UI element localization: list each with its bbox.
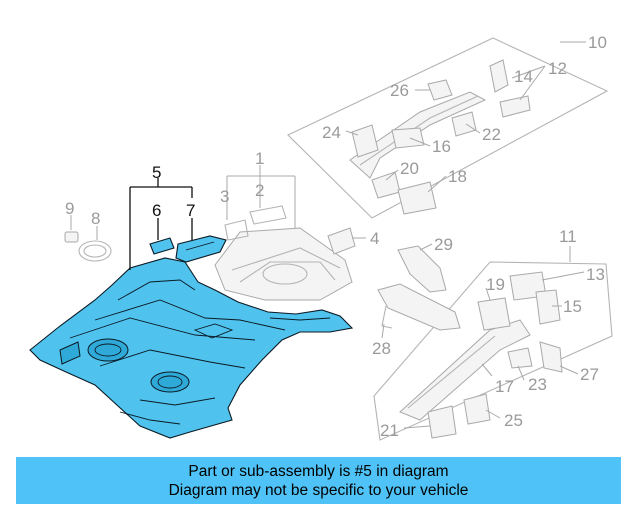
callout-18: 18 — [448, 167, 467, 186]
callout-10: 10 — [588, 33, 607, 52]
part-28 — [377, 283, 461, 339]
callout-16: 16 — [432, 137, 451, 156]
callout-9: 9 — [65, 199, 74, 218]
part-4 — [327, 227, 366, 255]
callout-24: 24 — [322, 123, 341, 142]
callout-15: 15 — [563, 297, 582, 316]
callout-29: 29 — [434, 235, 453, 254]
callout-20: 20 — [400, 159, 419, 178]
callout-2: 2 — [255, 181, 264, 200]
callout-labels: 1 2 3 4 5 6 7 8 9 10 11 12 13 14 15 16 1… — [65, 33, 607, 440]
center-floor-1 — [214, 165, 353, 301]
callout-5: 5 — [152, 163, 161, 182]
part-6-bracket — [149, 237, 175, 255]
callout-28: 28 — [372, 339, 391, 358]
callout-13: 13 — [586, 265, 605, 284]
group-10-panel — [287, 37, 609, 219]
group-11-panel — [373, 246, 613, 441]
callout-14: 14 — [514, 67, 533, 86]
parts-diagram: 1 2 3 4 5 6 7 8 9 10 11 12 13 14 15 16 1… — [29, 33, 613, 441]
callout-1: 1 — [255, 149, 264, 168]
part-29 — [397, 243, 447, 293]
banner-line-1: Part or sub-assembly is #5 in diagram — [188, 462, 449, 480]
leaders-group-10 — [345, 41, 586, 193]
callout-4: 4 — [370, 229, 379, 248]
info-banner: Part or sub-assembly is #5 in diagram Di… — [16, 457, 621, 504]
callout-7: 7 — [186, 201, 195, 220]
rear-floor-pan-part-5 — [29, 257, 354, 439]
callout-19: 19 — [486, 275, 505, 294]
callout-11: 11 — [559, 227, 577, 246]
part-8-grommet — [78, 226, 112, 262]
part-7-bracket — [175, 235, 227, 263]
banner-line-2: Diagram may not be specific to your vehi… — [168, 481, 469, 499]
callout-6: 6 — [152, 201, 161, 220]
part-9-plug — [64, 215, 79, 243]
callout-22: 22 — [482, 125, 501, 144]
callout-26: 26 — [390, 81, 409, 100]
callout-21: 21 — [380, 421, 399, 440]
callout-25: 25 — [504, 411, 523, 430]
callout-3: 3 — [220, 187, 229, 206]
callout-12: 12 — [548, 59, 567, 78]
callout-17: 17 — [495, 377, 514, 396]
callout-27: 27 — [580, 365, 599, 384]
callout-23: 23 — [528, 375, 547, 394]
callout-8: 8 — [91, 209, 100, 228]
leaders-part-5 — [129, 178, 193, 270]
